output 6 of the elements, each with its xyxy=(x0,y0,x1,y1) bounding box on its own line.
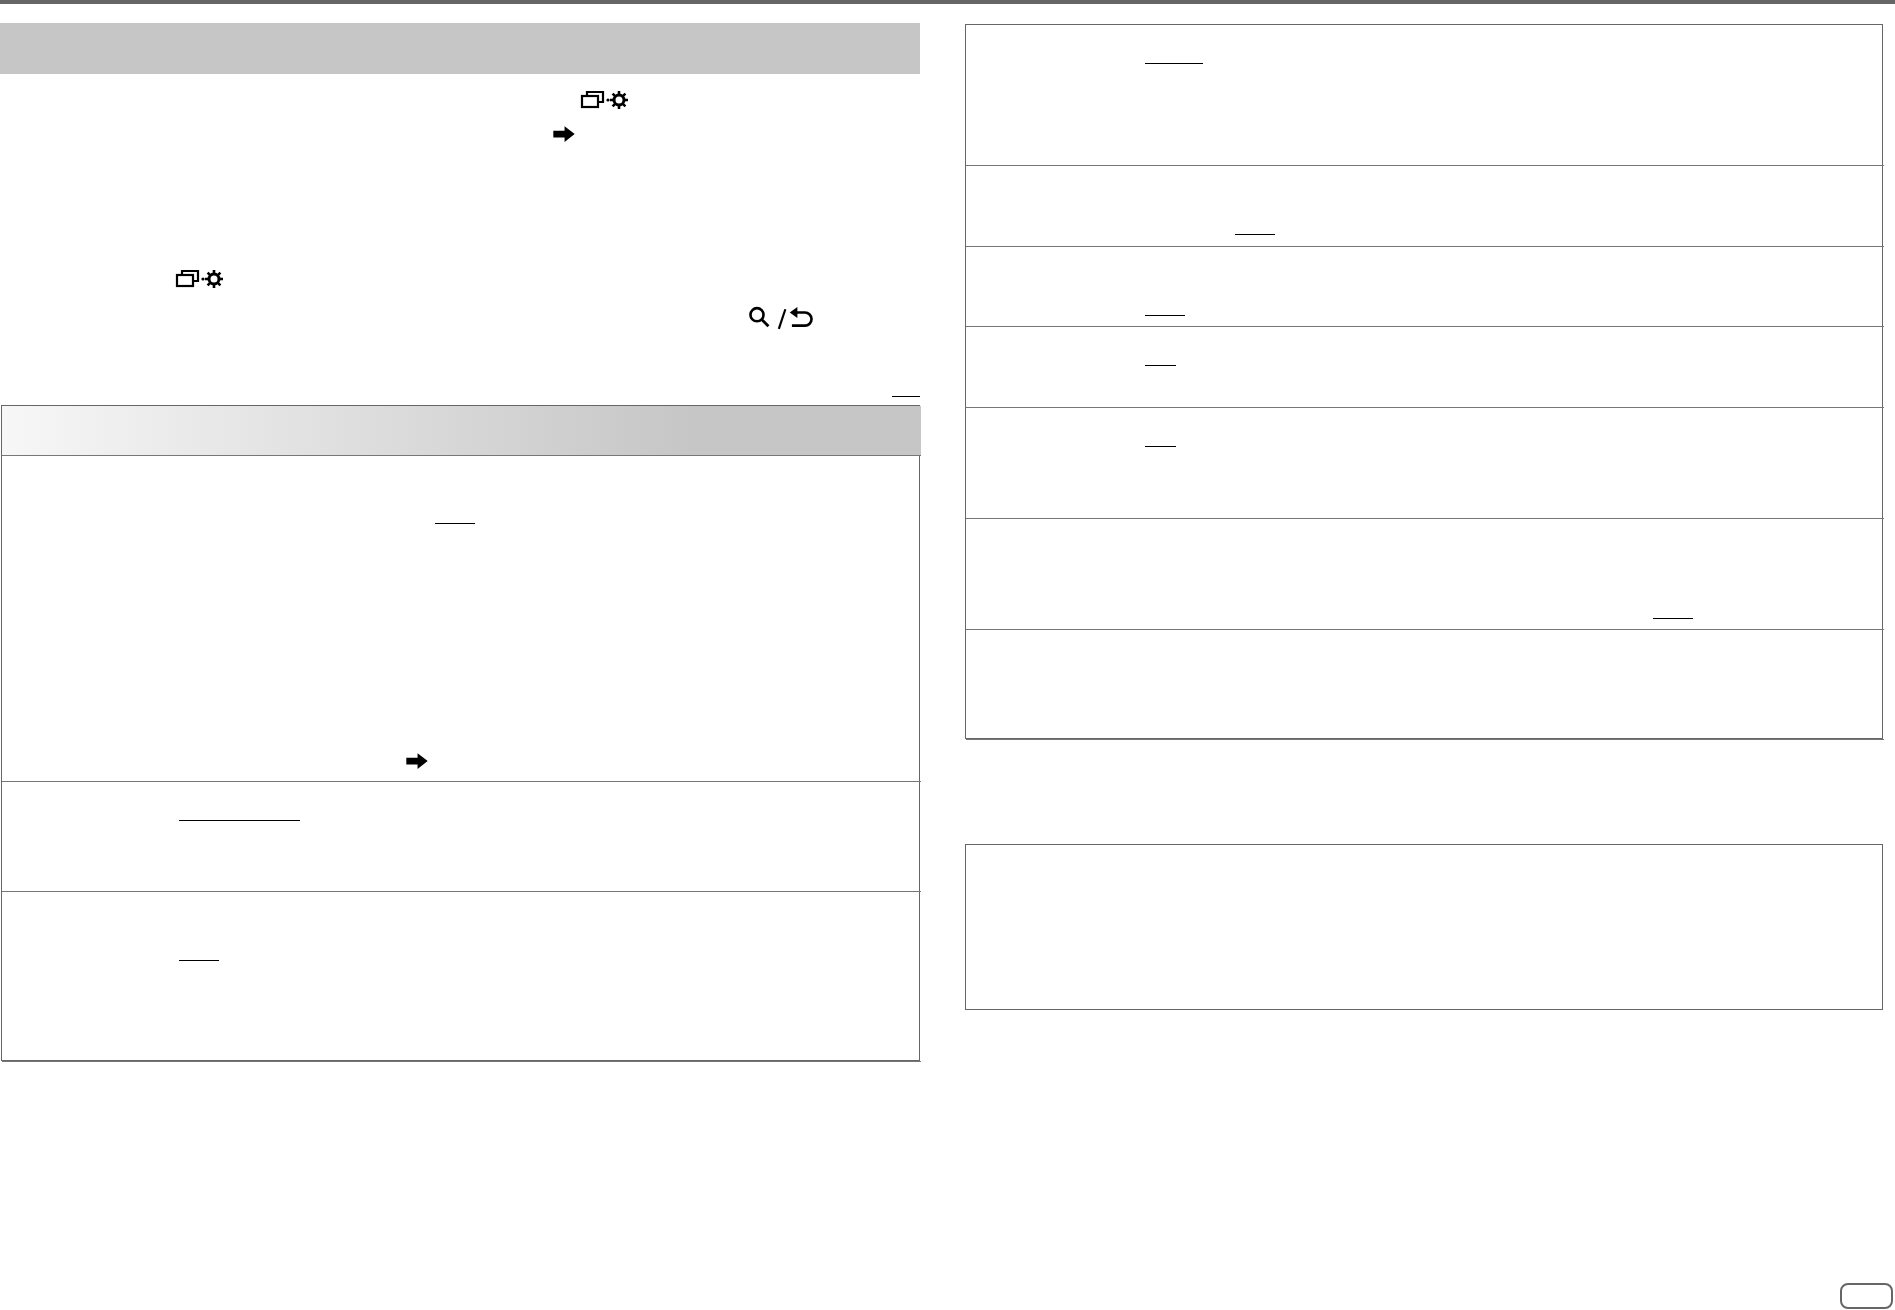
heading-band xyxy=(0,23,920,74)
note-box xyxy=(965,844,1883,1010)
settings-table xyxy=(965,24,1883,739)
settings-table xyxy=(1,405,920,1061)
page-tab xyxy=(1840,1283,1893,1309)
table-header-band xyxy=(2,406,921,456)
